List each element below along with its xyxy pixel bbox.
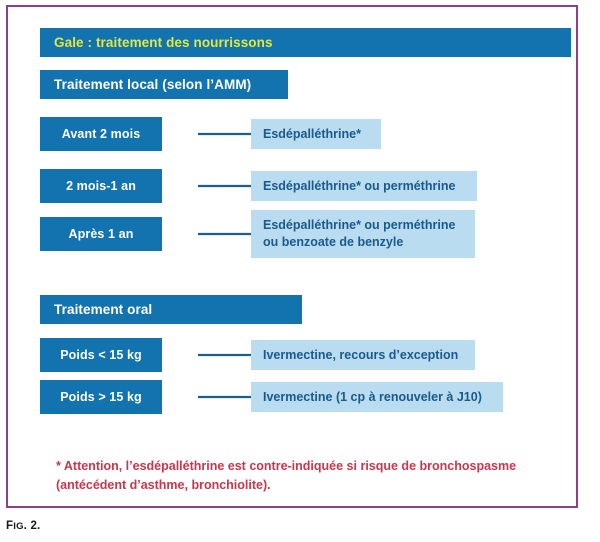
section-header-local-label: Traitement local (selon l’AMM) bbox=[54, 77, 252, 92]
figure-caption-smallcaps: IG bbox=[13, 521, 24, 532]
flow-row: Après 1 an Esdépalléthrine* ou perméthri… bbox=[40, 210, 560, 258]
flow-row: Poids > 15 kg Ivermectine (1 cp à renouv… bbox=[40, 380, 560, 414]
criterion-box-2-mois-1-an: 2 mois-1 an bbox=[40, 169, 162, 203]
criterion-box-poids-superieur-15kg: Poids > 15 kg bbox=[40, 380, 162, 414]
criterion-box-avant-2-mois: Avant 2 mois bbox=[40, 117, 162, 151]
section-header-local: Traitement local (selon l’AMM) bbox=[40, 70, 288, 99]
figure-caption-suffix: . 2. bbox=[23, 520, 41, 532]
footnote-line-1: * Attention, l’esdépalléthrine est contr… bbox=[56, 459, 517, 473]
flow-row: Avant 2 mois Esdépalléthrine* bbox=[40, 117, 560, 151]
criterion-box-poids-inferieur-15kg: Poids < 15 kg bbox=[40, 338, 162, 372]
section-header-oral-label: Traitement oral bbox=[54, 302, 153, 317]
treatment-line-2: ou benzoate de benzyle bbox=[263, 235, 404, 249]
treatment-box-poids-inferieur-15kg: Ivermectine, recours d’exception bbox=[251, 340, 475, 370]
figure-caption-prefix: F bbox=[6, 520, 14, 532]
treatment-box-poids-superieur-15kg: Ivermectine (1 cp à renouveler à J10) bbox=[251, 382, 503, 412]
flow-row: 2 mois-1 an Esdépalléthrine* ou perméthr… bbox=[40, 169, 560, 203]
figure-title-bar: Gale : traitement des nourrissons bbox=[40, 28, 571, 57]
figure-caption: FIG. 2. bbox=[6, 520, 40, 532]
footnote-warning: * Attention, l’esdépalléthrine est contr… bbox=[56, 457, 556, 496]
footnote-line-2: (antécédent d’asthme, bronchiolite). bbox=[56, 478, 271, 493]
treatment-box-2-mois-1-an: Esdépalléthrine* ou perméthrine bbox=[251, 171, 477, 201]
treatment-line-1: Esdépalléthrine* ou perméthrine bbox=[263, 218, 456, 233]
flow-row: Poids < 15 kg Ivermectine, recours d’exc… bbox=[40, 338, 560, 372]
treatment-box-avant-2-mois: Esdépalléthrine* bbox=[251, 119, 381, 149]
figure-frame: Gale : traitement des nourrissons Traite… bbox=[6, 5, 578, 508]
criterion-box-apres-1-an: Après 1 an bbox=[40, 217, 162, 251]
section-header-oral: Traitement oral bbox=[40, 295, 302, 324]
figure-title-label: Gale : traitement des nourrissons bbox=[54, 35, 273, 50]
treatment-box-apres-1-an: Esdépalléthrine* ou perméthrine ou benzo… bbox=[251, 210, 475, 258]
